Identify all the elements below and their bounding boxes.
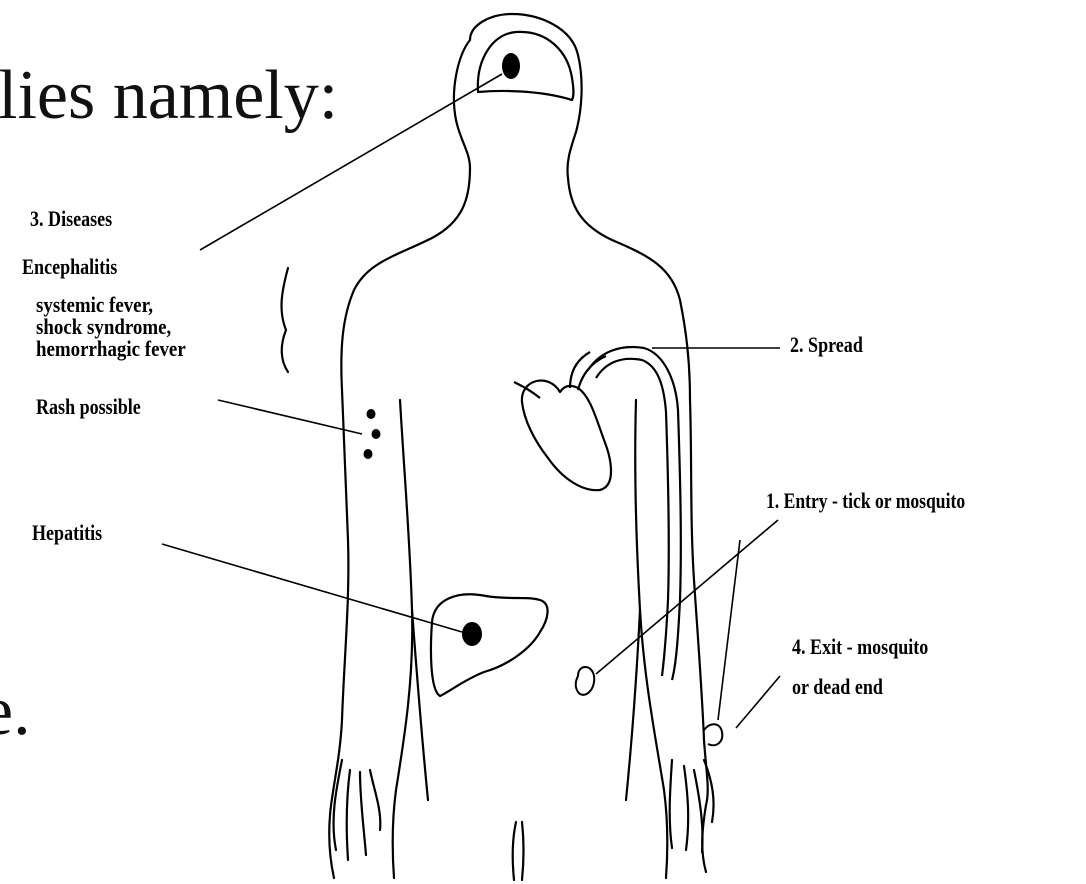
entry-bite-mark (576, 667, 595, 695)
label-rash: Rash possible (36, 396, 141, 418)
rash-dot-1 (367, 409, 376, 419)
circulation-vessel-inner (596, 359, 669, 676)
rash-leader-line (218, 400, 362, 434)
label-encephalitis: Encephalitis (22, 256, 117, 278)
label-hepatitis: Hepatitis (32, 522, 102, 544)
rash-dot-2 (372, 429, 381, 439)
arm-contour-mark (282, 268, 288, 372)
heart-group (514, 347, 681, 680)
heart-shape (522, 381, 611, 491)
exit-mark (704, 724, 722, 745)
label-systemic-fever: systemic fever, (36, 294, 153, 316)
left-hand (334, 760, 381, 860)
brain-dot (502, 53, 520, 79)
diseases-leader-line (200, 74, 502, 250)
label-spread: 2. Spread (790, 334, 863, 356)
head-inner-curve (478, 32, 574, 100)
body-outline (329, 14, 707, 878)
exit-leader-line (736, 676, 780, 728)
torso-left-side (412, 610, 428, 800)
label-exit: 4. Exit - mosquito (792, 636, 928, 658)
label-shock-syndrome: shock syndrome, (36, 316, 171, 338)
liver-dot (462, 622, 482, 646)
hepatitis-leader-line (162, 544, 462, 632)
label-diseases: 3. Diseases (30, 208, 112, 230)
left-arm-inner-line (393, 400, 413, 878)
rash-dot-3 (364, 449, 373, 459)
label-hemorrhagic-fever: hemorrhagic fever (36, 338, 186, 360)
liver-shape (431, 594, 548, 696)
entry-leader-line (596, 520, 778, 674)
label-entry: 1. Entry - tick or mosquito (766, 490, 965, 512)
right-arm-inner-line (635, 400, 667, 878)
legs-divider (513, 822, 524, 880)
label-exit-line2: or dead end (792, 676, 883, 698)
